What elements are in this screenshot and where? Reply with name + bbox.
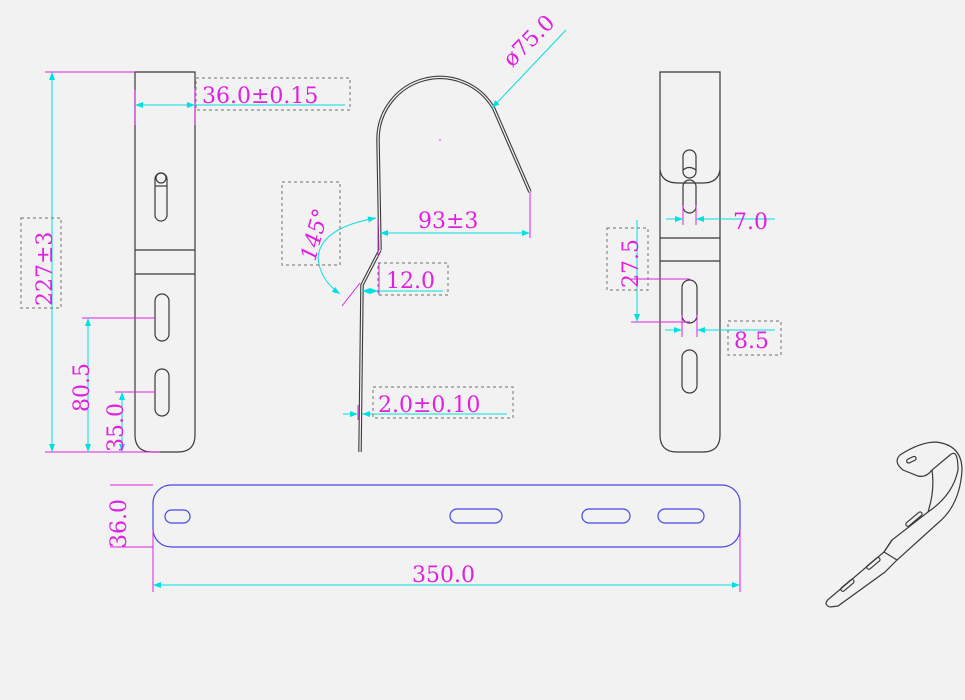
- width-dimension: 36.0±0.15: [202, 84, 318, 109]
- angle-dimension: 145°: [297, 206, 335, 264]
- slot-dimension-35: 35.0: [104, 403, 129, 452]
- front-view: 227±3 80.5 35.0 36.0±0.15: [20, 71, 351, 453]
- flat-length-dimension: 350.0: [412, 563, 475, 588]
- isometric-view: [825, 441, 963, 608]
- slot-dimension-80: 80.5: [70, 363, 95, 412]
- thickness-dimension: 2.0±0.10: [378, 393, 480, 418]
- diameter-dimension: ø75.0: [499, 11, 561, 73]
- flat-width-dimension: 36.0: [107, 499, 132, 548]
- side-view: ø75.0 93±3 145° 12.0 2.0±0.10: [281, 11, 567, 453]
- height-dimension: 227±3: [33, 232, 58, 306]
- reach-dimension: 93±3: [418, 209, 478, 234]
- offset-dimension: 12.0: [386, 269, 435, 294]
- slot-width-dimension: 7.0: [733, 210, 768, 235]
- slot-pitch-dimension: 27.5: [619, 239, 644, 288]
- back-view: 7.0 27.5 8.5: [606, 71, 782, 453]
- flat-pattern-view: 36.0 350.0: [107, 484, 741, 592]
- slot-width-dimension-2: 8.5: [734, 329, 769, 354]
